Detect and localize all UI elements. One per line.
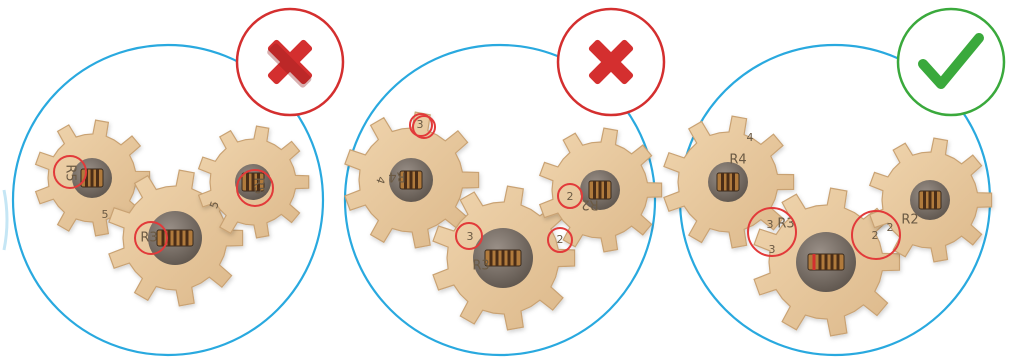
tooth-number: 2	[557, 233, 564, 246]
tooth-number: 3	[467, 230, 474, 243]
resistor-block	[485, 250, 521, 266]
resistor-block	[919, 191, 941, 209]
tooth-number: 3	[767, 218, 774, 231]
tooth-number: 4	[747, 131, 754, 144]
badge-background	[898, 9, 1004, 115]
tooth-number: 3	[769, 243, 776, 256]
tooth-number: 5	[102, 208, 109, 221]
gear-label: R5	[251, 177, 266, 194]
resistor-block	[717, 173, 739, 191]
gear-label: R2	[581, 197, 598, 212]
panel-1: R5 R3 R5 55	[13, 9, 343, 355]
gear-label: R5	[63, 164, 78, 181]
tooth-number: 2	[872, 229, 879, 242]
tooth-number: 2	[567, 190, 574, 203]
gear-label: R2	[901, 213, 918, 228]
resistor-block	[808, 254, 844, 270]
gear-label: R3	[140, 231, 157, 246]
tooth-number: 3	[417, 118, 424, 131]
gear-label: R4	[388, 169, 405, 184]
tooth-number: 2	[887, 221, 894, 234]
resistor-block	[157, 230, 193, 246]
gear-label: R3	[472, 259, 489, 274]
resistor-block	[589, 181, 611, 199]
gear-label: R4	[729, 153, 746, 168]
